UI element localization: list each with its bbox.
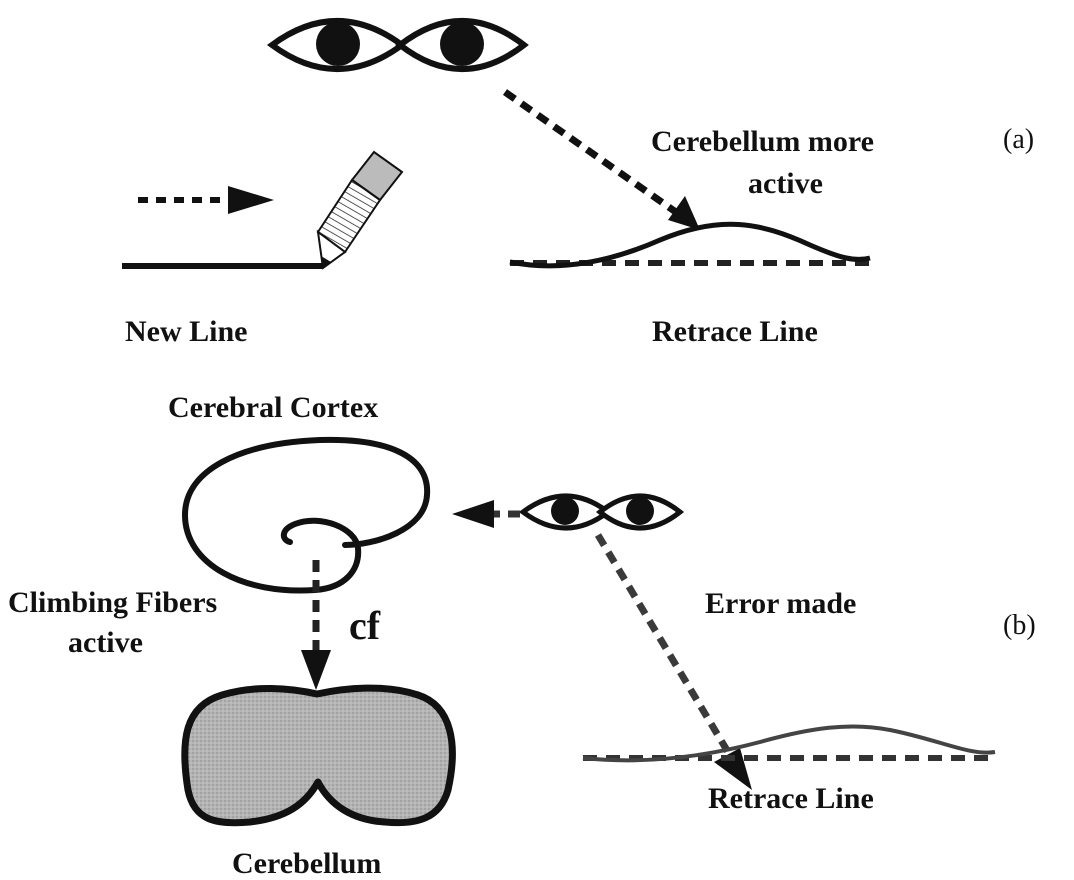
- retrace-line-label-a: Retrace Line: [652, 315, 818, 348]
- gaze-arrowhead-a: [668, 196, 700, 230]
- direction-arrowhead: [228, 186, 274, 214]
- cerebral-cortex-shape: [181, 436, 431, 594]
- gaze-arrow-b: [594, 533, 732, 754]
- gaze-to-cortex-arrowhead: [452, 500, 494, 528]
- eye-icon-left-b: [518, 493, 613, 531]
- panel-tag-b: (b): [1003, 610, 1036, 641]
- cerebellum-more-label: Cerebellum more: [651, 125, 874, 158]
- panel-tag-a: (a): [1003, 124, 1034, 155]
- retrace-line-a: [509, 221, 871, 269]
- cerebral-cortex-label: Cerebral Cortex: [168, 391, 378, 424]
- climbing-fiber-arrowhead: [301, 650, 331, 690]
- cerebellum-active-label: active: [748, 167, 823, 200]
- cf-label: cf: [349, 603, 381, 648]
- retrace-line-b: [582, 724, 996, 763]
- eye-icon-left: [266, 18, 408, 72]
- cerebellum-shape: [181, 684, 456, 827]
- climbing-active-label: active: [68, 626, 143, 659]
- eye-icon-right: [395, 18, 529, 72]
- eyes-bottom: [518, 493, 685, 531]
- climbing-fibers-label: Climbing Fibers: [8, 586, 217, 619]
- eyes-top: [266, 18, 529, 72]
- cerebellum-label: Cerebellum: [232, 847, 381, 880]
- pencil-icon: [316, 150, 404, 270]
- eye-icon-right-b: [595, 493, 685, 531]
- error-made-label: Error made: [705, 587, 856, 620]
- gaze-arrow-a: [502, 89, 693, 225]
- retrace-line-label-b: Retrace Line: [708, 782, 874, 815]
- new-line-label: New Line: [125, 315, 248, 348]
